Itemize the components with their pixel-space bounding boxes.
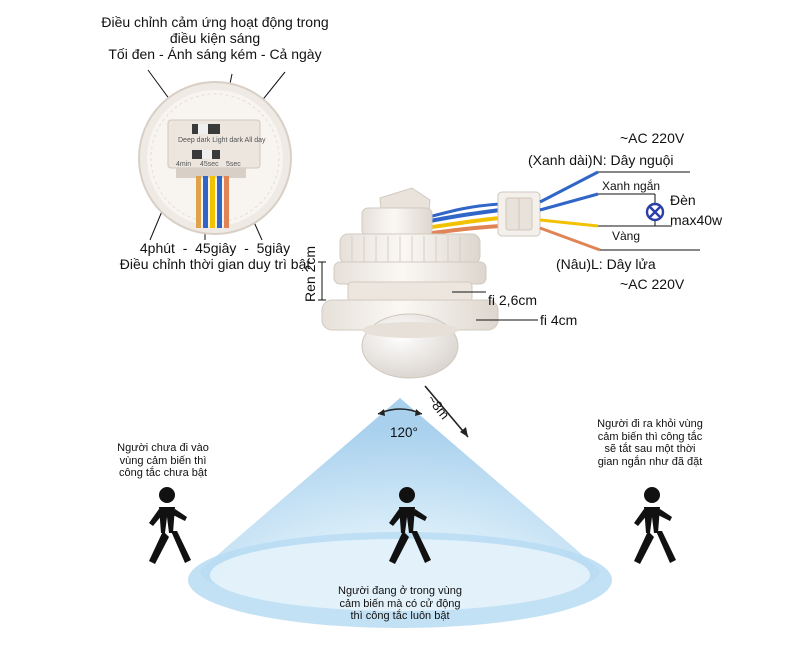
yellow-wire-label: Vàng [612, 229, 641, 243]
light-caption-line2: điều kiện sáng [169, 30, 261, 47]
lamp-icon [645, 202, 665, 222]
time-dial-label-4min: 4min [176, 161, 192, 168]
sensor-wires [424, 202, 501, 236]
live-wire-label: (Nâu)L: Dây lửa [556, 256, 656, 272]
walking-person-icon [634, 487, 676, 564]
wire-connector [497, 191, 541, 237]
neutral-wire-label: (Xanh dài)N: Dây nguội [528, 152, 674, 168]
sensor-body [321, 187, 499, 379]
ac-voltage-top: ~AC 220V [620, 130, 685, 146]
time-caption-line2: Điều chỉnh thời gian duy trì bật [119, 256, 311, 273]
light-caption-line3: Tối đen - Ánh sáng kém - Cả ngày [108, 46, 322, 63]
thread-length-label: Ren 2cm [302, 245, 318, 302]
time-dial-label-5sec: 5sec [226, 161, 241, 168]
scenario-center-text: Người đang ở trong vùng cảm biến mà có c… [338, 585, 462, 623]
diameter-small-label: fi 2,6cm [488, 292, 538, 308]
light-adjust-caption: Điều chỉnh cảm ứng hoạt động trong điều … [90, 14, 340, 62]
scenario-right-text: Người đi ra khỏi vùng cảm biến thì công … [597, 418, 703, 468]
angle-label: 120° [390, 425, 418, 440]
time-adjust-caption: 4phút - 45giây - 5giây Điều chỉnh thời g… [105, 240, 325, 272]
light-caption-line1: Điều chỉnh cảm ứng hoạt động trong [101, 14, 329, 30]
lamp-label: Đèn [670, 192, 696, 208]
time-caption-line1: 4phút - 45giây - 5giây [139, 240, 291, 256]
scenario-left-text: Người chưa đi vào vùng cảm biến thì công… [117, 442, 209, 480]
walking-person-icon [149, 487, 191, 564]
time-dial-label-45sec: 45sec [200, 161, 219, 168]
light-dial-label: Deep dark Light dark All day [178, 137, 266, 144]
range-arrow [424, 385, 469, 438]
sensor-back-face [138, 81, 292, 235]
diameter-large-label: fi 4cm [540, 312, 578, 328]
short-blue-wire-label: Xanh ngắn [602, 179, 661, 193]
walking-person-icon [389, 487, 431, 564]
lamp-power-label: max40w [670, 212, 723, 228]
ac-voltage-bottom: ~AC 220V [620, 276, 685, 292]
output-wires [539, 170, 700, 252]
